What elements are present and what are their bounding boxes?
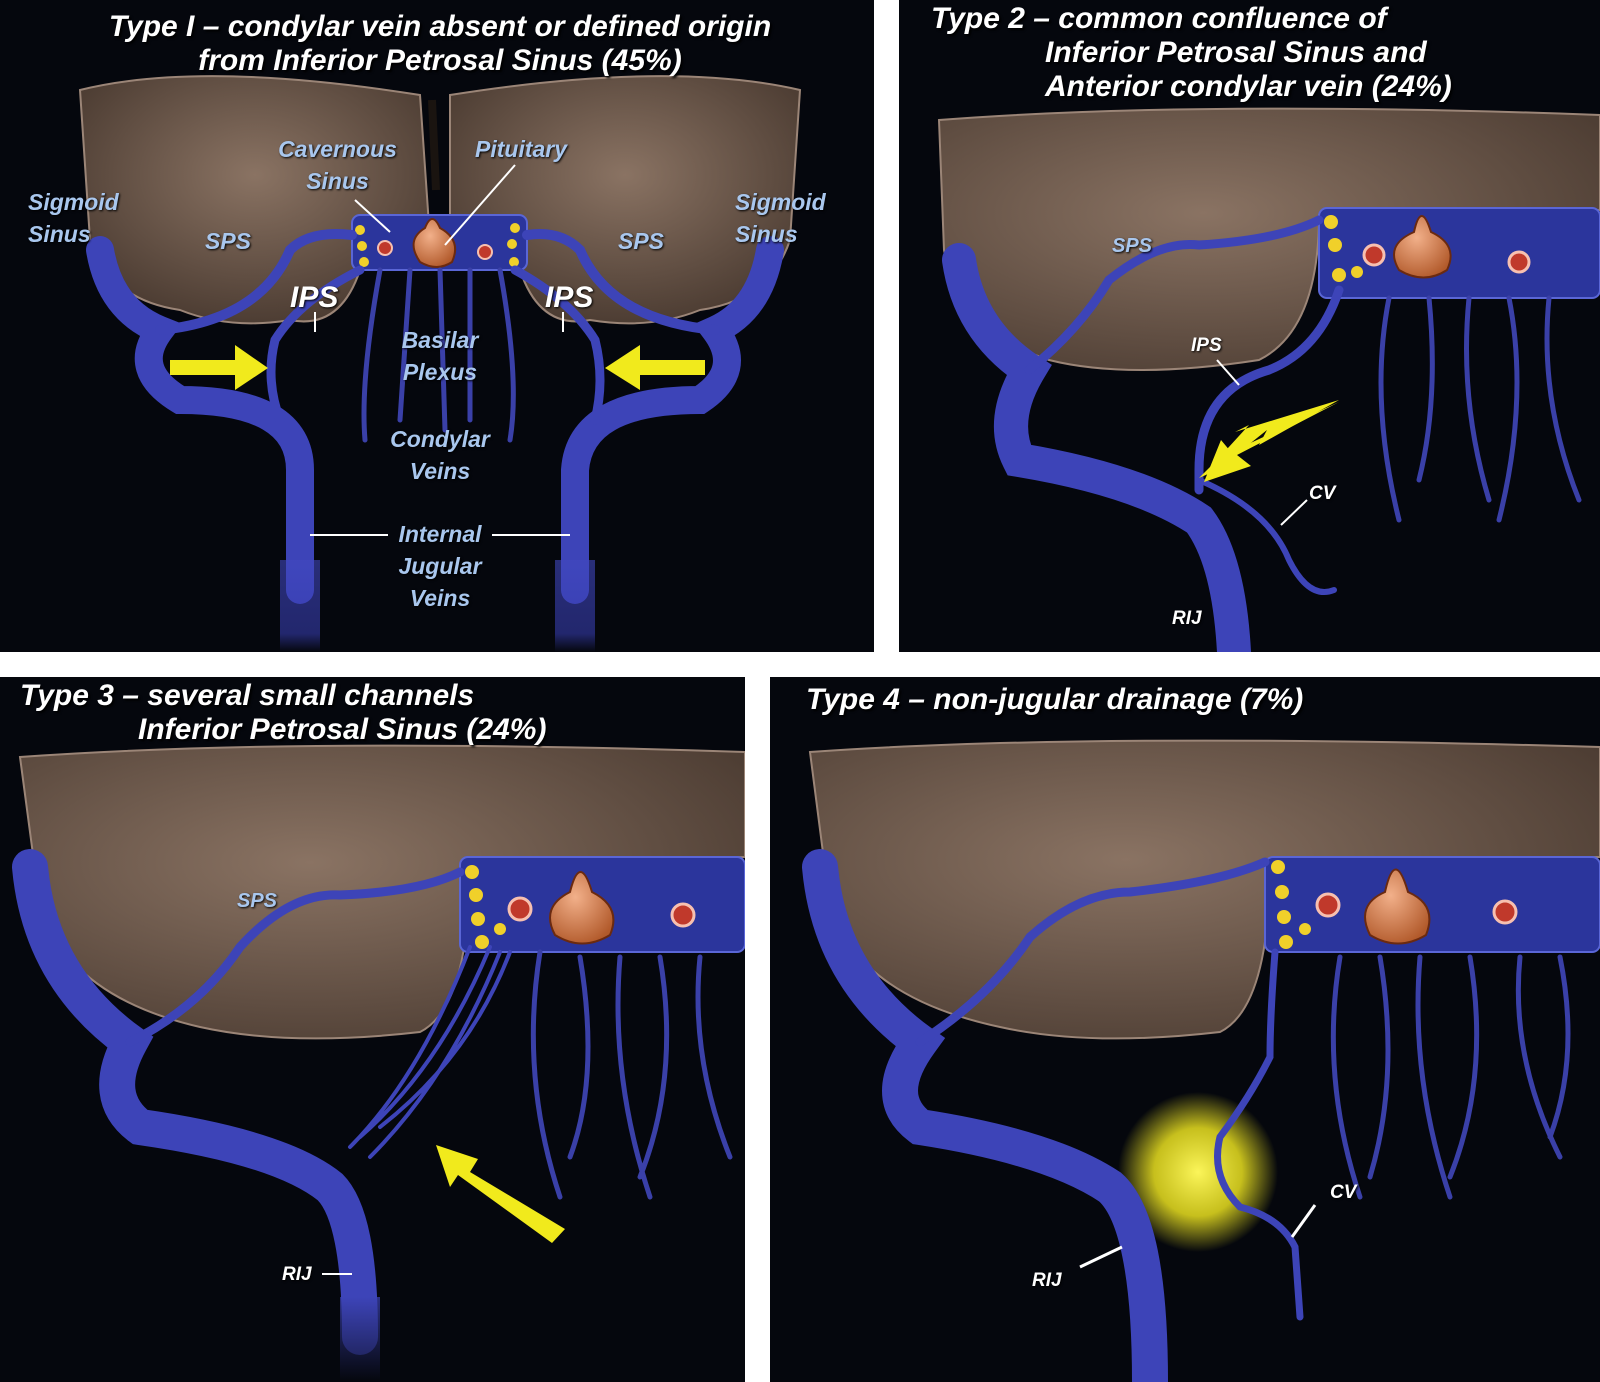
panel-3-title: Type 3 – several small channels Inferior… [20,679,547,746]
panel-type-2: Type 2 – common confluence of Inferior P… [899,0,1600,652]
ips-left [266,265,365,425]
sigmoid-sinus-left [86,236,314,604]
glow-highlight [1118,1092,1278,1252]
sps [1024,215,1324,375]
sigmoid-sinus-right [561,236,784,604]
panel-1-title: Type I – condylar vein absent or defined… [108,10,772,77]
label-ips-right: IPS [545,281,594,314]
label-pituitary: Pituitary [475,136,568,162]
pituitary-gland [549,871,615,945]
label-sps: SPS [237,890,278,912]
pituitary-gland [1393,215,1452,279]
panel-3-illustration [12,744,745,1382]
cavernous-sinus-plexus [1318,207,1600,299]
panel-1-illustration [78,75,802,652]
panel-4-title: Type 4 – non-jugular drainage (7%) [806,683,1304,716]
sigmoid-rij [942,243,1251,652]
label-ips-left: IPS [290,281,339,314]
ips-right [510,265,605,425]
label-sps: SPS [1112,235,1153,257]
panel-2-title: Type 2 – common confluence of Inferior P… [931,2,1452,103]
label-sps-left: SPS [205,228,252,254]
panel-type-3: Type 3 – several small channels Inferior… [0,677,745,1382]
pituitary-gland [1364,868,1431,945]
condylar-vein [1214,948,1304,1321]
pituitary-gland [412,218,456,268]
label-rij: RIJ [1032,1270,1062,1291]
label-rij: RIJ [1172,608,1202,629]
label-cv: CV [1330,1182,1357,1203]
panel-type-1: Type I – condylar vein absent or defined… [0,0,874,652]
sps [915,857,1270,1047]
label-sps-right: SPS [618,228,665,254]
label-ips: IPS [1191,335,1222,356]
condylar-vein [1196,477,1337,595]
cavernous-sinus-plexus [1264,856,1600,953]
panel-2-illustration [937,107,1600,652]
label-rij: RIJ [282,1264,312,1285]
sps [125,867,465,1047]
arrow [436,1145,565,1243]
sigmoid-rij [802,849,1168,1382]
label-cv: CV [1309,483,1336,504]
arrow-left [170,345,268,390]
arrow-right [605,345,705,390]
panel-4-illustration [802,739,1600,1382]
panel-type-4: Type 4 – non-jugular drainage (7%) CV RI… [770,677,1600,1382]
sigmoid-rij [12,849,378,1355]
